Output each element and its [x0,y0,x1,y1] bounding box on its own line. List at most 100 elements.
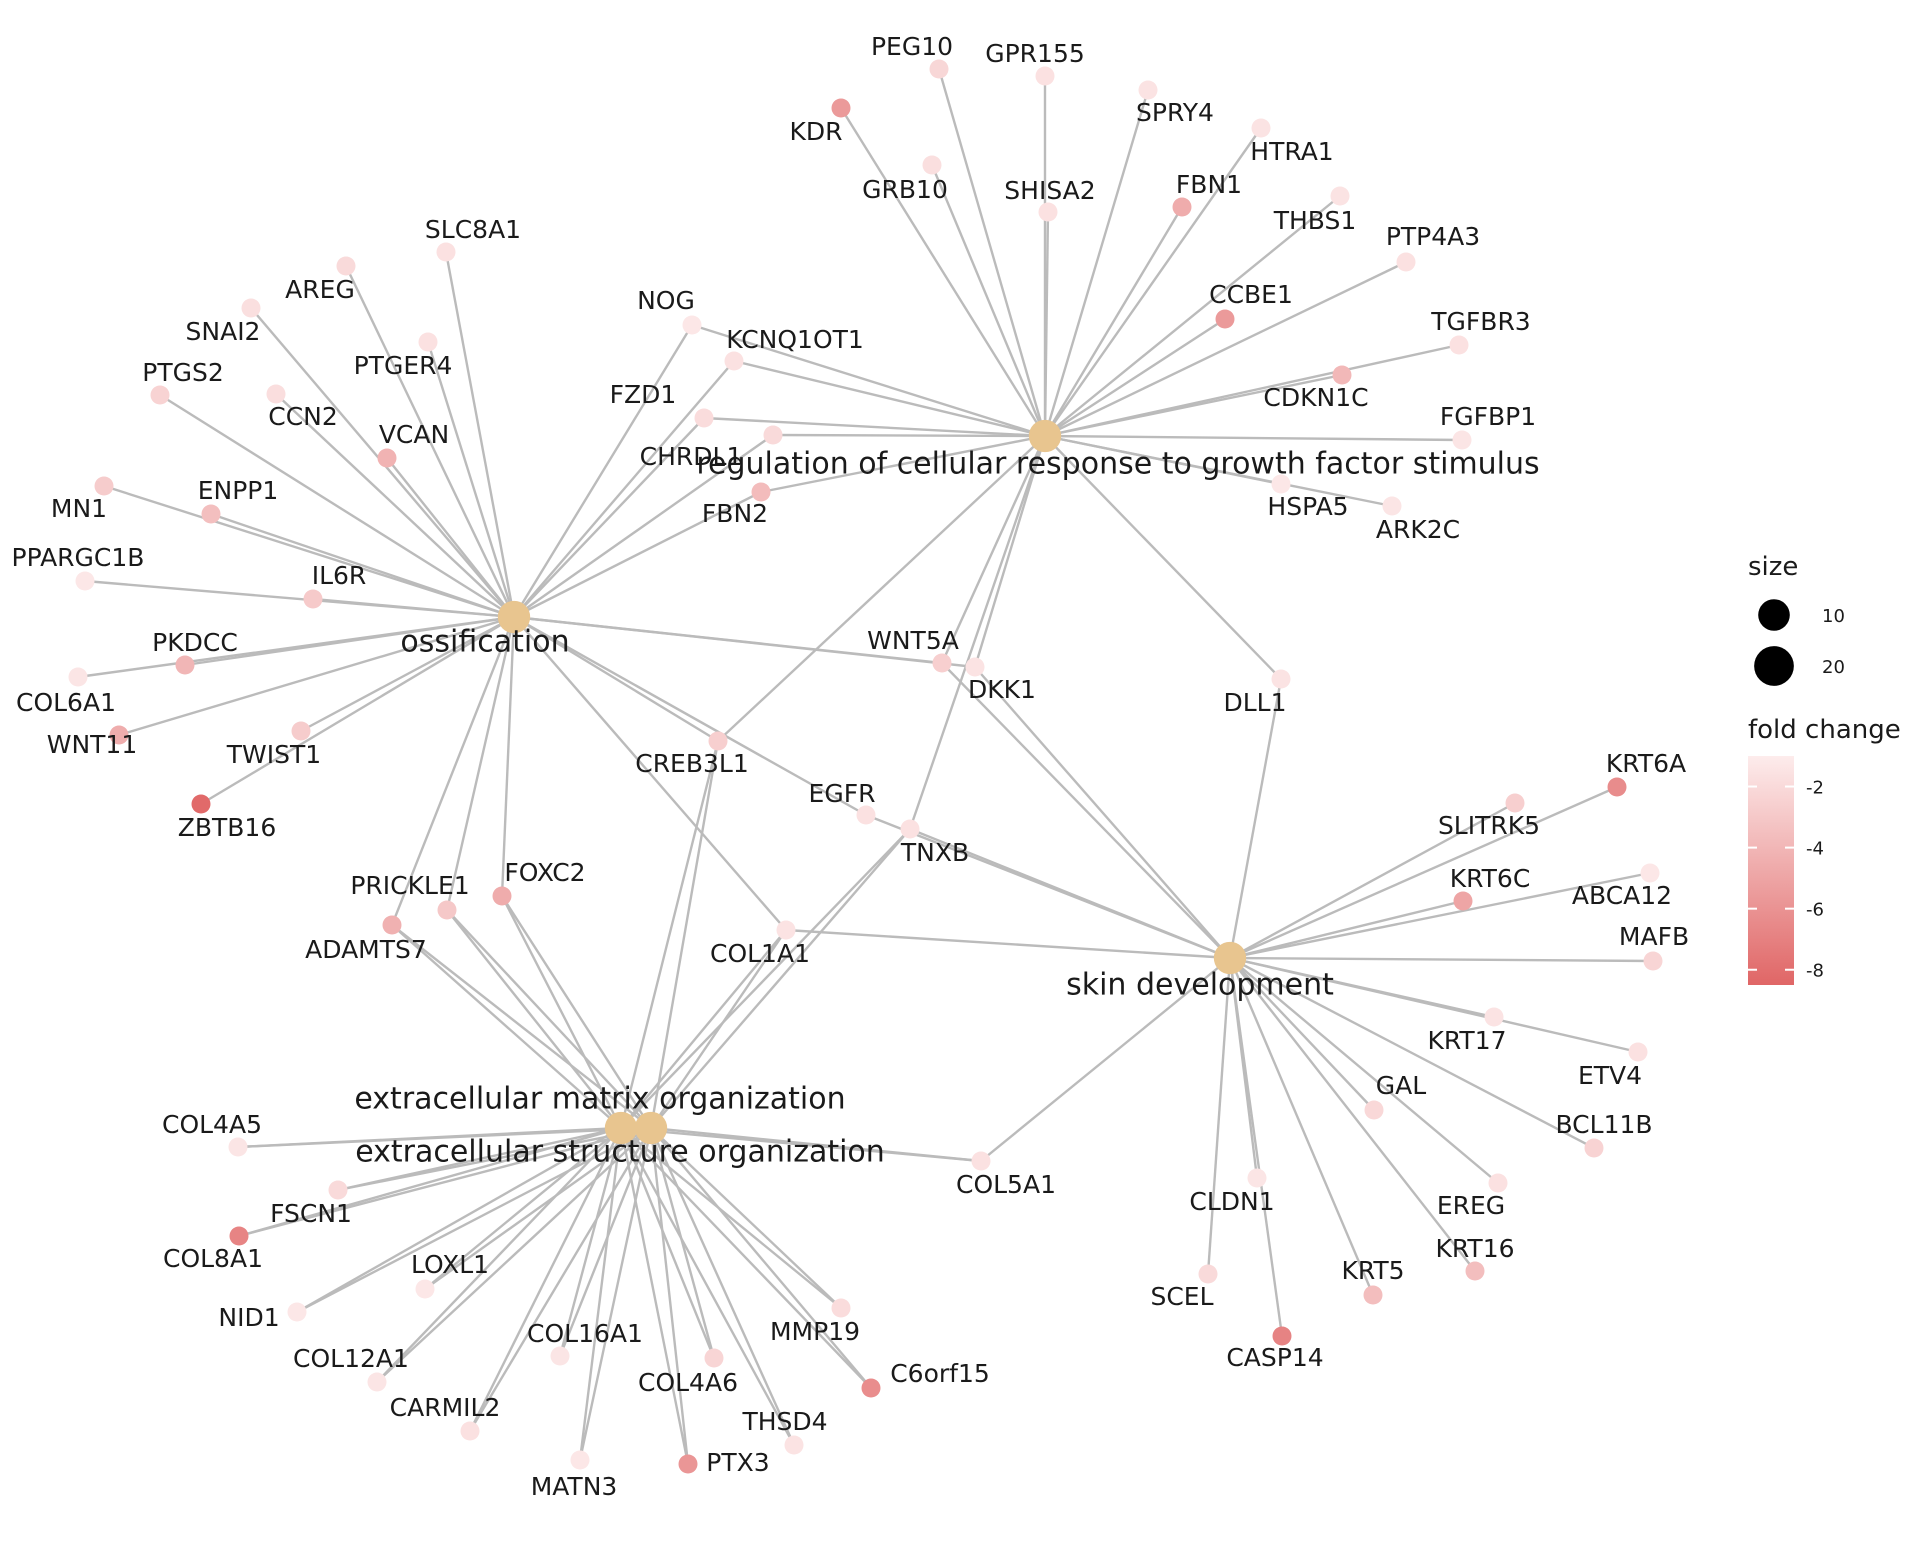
edge-thsd4-ecm [619,1127,796,1446]
term-node-ecs[interactable] [634,1111,668,1145]
gene-label-mafb: MAFB [1619,922,1689,951]
gene-node-scel[interactable] [1198,1264,1218,1284]
gene-node-nog[interactable] [682,315,702,335]
gene-node-spry4[interactable] [1138,80,1158,100]
gene-node-mafb[interactable] [1643,951,1663,971]
gene-node-chrdl1[interactable] [763,425,783,445]
gene-node-hspa5[interactable] [1271,474,1291,494]
color-tick-label: -8 [1806,961,1824,982]
gene-node-kcnq1ot1[interactable] [724,351,744,371]
gene-node-thsd4[interactable] [784,1435,804,1455]
gene-node-prickle1[interactable] [437,900,457,920]
gene-node-creb3l1[interactable] [708,731,728,751]
gene-label-ptx3: PTX3 [706,1448,769,1477]
gene-node-grb10[interactable] [922,155,942,175]
gene-node-fbn1[interactable] [1172,197,1192,217]
gene-label-col4a5: COL4A5 [162,1110,262,1139]
gene-node-foxc2[interactable] [492,886,512,906]
gene-node-mn1[interactable] [94,476,114,496]
gene-node-fbn2[interactable] [751,482,771,502]
term-node-growth[interactable] [1028,419,1062,453]
edge-col12a1-ecs [376,1127,652,1383]
gene-node-gal[interactable] [1364,1100,1384,1120]
gene-node-dll1[interactable] [1271,669,1291,689]
gene-node-krt6a[interactable] [1607,777,1627,797]
gene-node-cldn1[interactable] [1247,1168,1267,1188]
gene-node-matn3[interactable] [570,1450,590,1470]
gene-node-twist1[interactable] [291,721,311,741]
gene-node-col6a1[interactable] [68,667,88,687]
gene-node-ptx3[interactable] [678,1454,698,1474]
gene-node-col12a1[interactable] [367,1372,387,1392]
gene-node-fscn1[interactable] [328,1180,348,1200]
gene-node-dkk1[interactable] [965,657,985,677]
edge-tnxb-ecm [620,828,911,1129]
gene-node-fzd1[interactable] [694,408,714,428]
gene-node-bcl11b[interactable] [1584,1138,1604,1158]
gene-node-ptp4a3[interactable] [1396,252,1416,272]
term-node-skin[interactable] [1213,941,1247,975]
gene-node-casp14[interactable] [1272,1326,1292,1346]
gene-node-snai2[interactable] [241,298,261,318]
edge-mmp19-ecm [620,1127,842,1309]
gene-node-tgfbr3[interactable] [1449,335,1469,355]
gene-node-krt16[interactable] [1465,1261,1485,1281]
gene-node-pkdcc[interactable] [175,655,195,675]
gene-node-ccn2[interactable] [266,384,286,404]
gene-node-enpp1[interactable] [201,504,221,524]
term-node-ossification[interactable] [497,600,531,634]
gene-node-loxl1[interactable] [415,1279,435,1299]
gene-node-ptger4[interactable] [418,332,438,352]
gene-node-il6r[interactable] [303,589,323,609]
gene-node-ppargc1b[interactable] [75,571,95,591]
gene-node-slitrk5[interactable] [1505,793,1525,813]
size-legend-label-20: 20 [1822,657,1845,678]
gene-node-gpr155[interactable] [1035,66,1055,86]
gene-node-mmp19[interactable] [831,1298,851,1318]
gene-node-ark2c[interactable] [1382,496,1402,516]
gene-node-htra1[interactable] [1251,118,1271,138]
gene-node-kdr[interactable] [831,98,851,118]
gene-label-fbn2: FBN2 [702,499,768,528]
gene-node-slc8a1[interactable] [436,242,456,262]
gene-label-krt6a: KRT6A [1606,749,1686,778]
gene-node-zbtb16[interactable] [191,794,211,814]
gene-node-etv4[interactable] [1628,1042,1648,1062]
term-node-ecm[interactable] [604,1111,638,1145]
edge-slc8a1-ossification [444,251,516,618]
gene-node-tnxb[interactable] [900,819,920,839]
gene-node-fgfbp1[interactable] [1452,430,1472,450]
gene-node-wnt5a[interactable] [932,653,952,673]
gene-node-col5a1[interactable] [971,1151,991,1171]
gene-node-krt6c[interactable] [1453,891,1473,911]
gene-node-ccbe1[interactable] [1215,309,1235,329]
gene-node-col16a1[interactable] [550,1346,570,1366]
gene-node-wnt11[interactable] [109,725,129,745]
gene-node-col8a1[interactable] [229,1226,249,1246]
gene-node-col4a6[interactable] [704,1348,724,1368]
gene-node-krt17[interactable] [1484,1007,1504,1027]
gene-label-col6a1: COL6A1 [16,688,116,717]
gene-node-col4a5[interactable] [228,1137,248,1157]
gene-node-cdkn1c[interactable] [1332,365,1352,385]
gene-label-peg10: PEG10 [871,32,953,61]
gene-node-ereg[interactable] [1488,1173,1508,1193]
gene-label-shisa2: SHISA2 [1004,176,1095,205]
gene-node-c6orf15[interactable] [861,1378,881,1398]
gene-node-carmil2[interactable] [460,1421,480,1441]
gene-node-areg[interactable] [336,256,356,276]
gene-node-abca12[interactable] [1640,863,1660,883]
gene-node-adamts7[interactable] [382,915,402,935]
gene-node-ptgs2[interactable] [150,385,170,405]
gene-node-krt5[interactable] [1363,1285,1383,1305]
gene-node-peg10[interactable] [929,59,949,79]
gene-node-shisa2[interactable] [1038,202,1058,222]
gene-node-nid1[interactable] [287,1302,307,1322]
edge-shisa2-growth [1043,211,1050,437]
edge-ccn2-ossification [275,393,515,618]
gene-node-vcan[interactable] [377,448,397,468]
gene-node-thbs1[interactable] [1330,186,1350,206]
gene-node-egfr[interactable] [856,805,876,825]
gene-node-col1a1[interactable] [776,920,796,940]
